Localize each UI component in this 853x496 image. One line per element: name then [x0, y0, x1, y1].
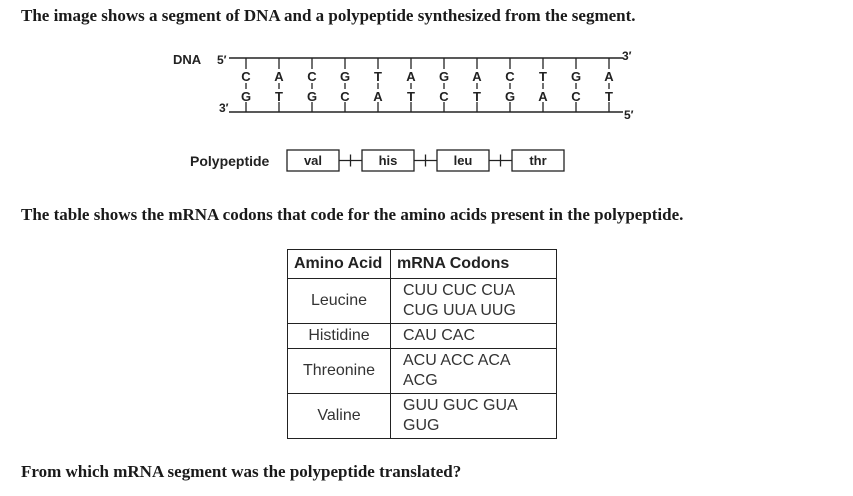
- table-intro-text: The table shows the mRNA codons that cod…: [21, 205, 684, 224]
- bottom-strand-base: C: [340, 89, 350, 104]
- polypeptide-label: Polypeptide: [190, 153, 270, 169]
- codon-line: CUU CUC CUA: [403, 282, 515, 299]
- codon-line: ACU ACC ACA: [403, 352, 511, 369]
- codon-cell: ACU ACC ACA ACG: [390, 348, 557, 394]
- codon-table: Amino Acid mRNA Codons Leucine CUU CUC C…: [287, 249, 557, 439]
- codon-cell: CUU CUC CUA CUG UUA UUG: [390, 278, 557, 324]
- amino-acid-label: val: [304, 153, 322, 168]
- codon-line: GUG: [403, 417, 440, 434]
- table-row: Leucine CUU CUC CUA CUG UUA UUG: [287, 278, 557, 324]
- codon-cell: GUU GUC GUA GUG: [390, 393, 557, 439]
- top-strand-base: A: [274, 69, 284, 84]
- top-three-prime-label: 3′: [622, 49, 632, 63]
- header-mrna-codons: mRNA Codons: [390, 249, 557, 279]
- bottom-three-prime-label: 3′: [219, 101, 229, 115]
- amino-acid-cell: Valine: [287, 393, 391, 439]
- top-strand-base: C: [505, 69, 515, 84]
- table-row: Histidine CAU CAC: [287, 323, 557, 349]
- top-strand-base: T: [539, 69, 547, 84]
- amino-acid-box: [511, 149, 565, 172]
- amino-acid-cell: Histidine: [287, 323, 391, 349]
- bottom-strand-base: T: [407, 89, 415, 104]
- codon-line: CUG UUA UUG: [403, 302, 516, 319]
- codon-line: CAU CAC: [403, 327, 476, 344]
- table-row: Threonine ACU ACC ACA ACG: [287, 348, 557, 394]
- table-row: Valine GUU GUC GUA GUG: [287, 393, 557, 439]
- bottom-strand-base: G: [505, 89, 515, 104]
- top-strand-base: G: [439, 69, 449, 84]
- intro-text: The image shows a segment of DNA and a p…: [21, 6, 636, 25]
- bottom-strand-base: G: [307, 89, 317, 104]
- dna-label: DNA: [173, 52, 202, 67]
- bottom-strand-base: C: [571, 89, 581, 104]
- top-strand-base: A: [406, 69, 416, 84]
- dna-polypeptide-figure: DNA 5′ 3′ 3′ 5′ CGATCGGCTAATGCATCGTAGCAT…: [173, 49, 634, 172]
- top-strand-base: A: [472, 69, 482, 84]
- question-text: From which mRNA segment was the polypept…: [21, 462, 462, 481]
- top-strand-base: C: [307, 69, 317, 84]
- header-amino-acid: Amino Acid: [287, 249, 391, 279]
- codon-table-header-row: Amino Acid mRNA Codons: [287, 249, 557, 279]
- bottom-strand-base: A: [373, 89, 383, 104]
- codon-line: GUU GUC GUA: [403, 397, 518, 414]
- bottom-five-prime-label: 5′: [624, 108, 634, 122]
- codon-cell: CAU CAC: [390, 323, 557, 349]
- top-strand-base: T: [374, 69, 382, 84]
- top-strand-base: A: [604, 69, 614, 84]
- amino-acid-cell: Leucine: [287, 278, 391, 324]
- top-strand-base: G: [571, 69, 581, 84]
- bottom-strand-base: A: [538, 89, 548, 104]
- top-five-prime-label: 5′: [217, 53, 227, 67]
- codon-line: ACG: [403, 372, 438, 389]
- bottom-strand-base: T: [473, 89, 481, 104]
- top-strand-base: C: [241, 69, 251, 84]
- bottom-strand-base: G: [241, 89, 251, 104]
- top-strand-base: G: [340, 69, 350, 84]
- bottom-strand-base: C: [439, 89, 449, 104]
- amino-acid-label: leu: [454, 153, 473, 168]
- amino-acid-label: his: [379, 153, 398, 168]
- amino-acid-cell: Threonine: [287, 348, 391, 394]
- amino-acid-label: thr: [529, 153, 546, 168]
- bottom-strand-base: T: [605, 89, 613, 104]
- bottom-strand-base: T: [275, 89, 283, 104]
